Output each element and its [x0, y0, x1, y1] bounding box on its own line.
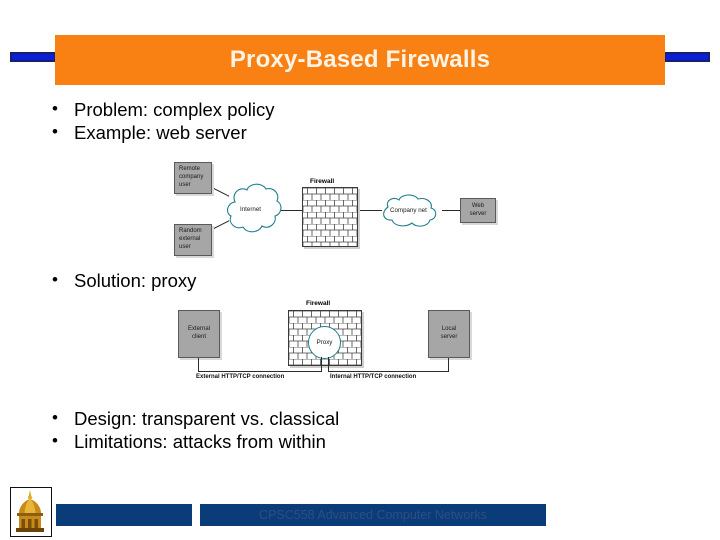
bullet-problem: • Problem: complex policy	[52, 99, 275, 120]
box-external-client: External client	[178, 310, 220, 358]
bullet-text: Problem: complex policy	[74, 99, 275, 120]
bullet-marker-icon: •	[52, 408, 58, 427]
bullet-text: Limitations: attacks from within	[74, 431, 326, 452]
footer-course-text: CPSC558 Advanced Computer Networks	[259, 508, 487, 522]
connector-line	[328, 371, 449, 373]
bullet-example: • Example: web server	[52, 122, 247, 143]
connector-line	[448, 358, 450, 372]
firewall-brick-wall-icon	[302, 187, 358, 247]
connector-line	[328, 357, 330, 372]
box-label: Random external user	[179, 228, 202, 250]
firewall-label: Firewall	[310, 178, 335, 185]
company-net-cloud: Company net	[376, 192, 444, 230]
box-remote-company-user: Remote company user	[174, 162, 212, 194]
connector-line	[356, 210, 382, 212]
proxy-label: Proxy	[316, 339, 333, 346]
diagram-proxy-firewall: External client Local server Firewall Pr…	[178, 300, 478, 388]
proxy-circle: Proxy	[308, 326, 341, 359]
bullet-solution: • Solution: proxy	[52, 270, 196, 291]
bullet-design: • Design: transparent vs. classical	[52, 408, 339, 429]
footer-bar-left	[56, 504, 192, 526]
connector-line	[198, 371, 322, 373]
university-dome-logo-icon	[10, 487, 52, 537]
connector-line	[321, 357, 323, 372]
box-local-server: Local server	[428, 310, 470, 358]
bullet-marker-icon: •	[52, 270, 58, 289]
box-web-server: Web server	[460, 198, 496, 223]
footer-bar-right: CPSC558 Advanced Computer Networks	[200, 504, 546, 526]
box-label: Remote company user	[179, 166, 204, 188]
internet-cloud: Internet	[222, 180, 284, 240]
external-connection-label: External HTTP/TCP connection	[196, 374, 285, 380]
connector-line	[278, 210, 302, 212]
bullet-text: Design: transparent vs. classical	[74, 408, 340, 429]
title-band: Proxy-Based Firewalls	[55, 35, 665, 85]
box-label: External client	[187, 326, 210, 340]
box-label: Local server	[440, 326, 458, 340]
bullet-marker-icon: •	[52, 122, 58, 141]
bullet-text: Solution: proxy	[74, 270, 197, 291]
firewall-label: Firewall	[306, 300, 331, 307]
bullet-marker-icon: •	[52, 99, 58, 118]
cloud-label: Company net	[390, 207, 427, 214]
bullet-limitations: • Limitations: attacks from within	[52, 431, 326, 452]
title-accent-bar-left	[10, 52, 56, 62]
bullet-text: Example: web server	[74, 122, 247, 143]
cloud-label: Internet	[240, 206, 261, 213]
box-random-external-user: Random external user	[174, 224, 212, 256]
page-title: Proxy-Based Firewalls	[229, 46, 491, 73]
internal-connection-label: Internal HTTP/TCP connection	[330, 374, 417, 380]
connector-line	[198, 358, 200, 372]
bullet-marker-icon: •	[52, 431, 58, 450]
box-label: Web server	[469, 202, 487, 217]
connector-line	[442, 210, 464, 212]
title-accent-bar-right	[664, 52, 710, 62]
diagram-web-server-firewall: Remote company user Random external user…	[170, 158, 500, 266]
